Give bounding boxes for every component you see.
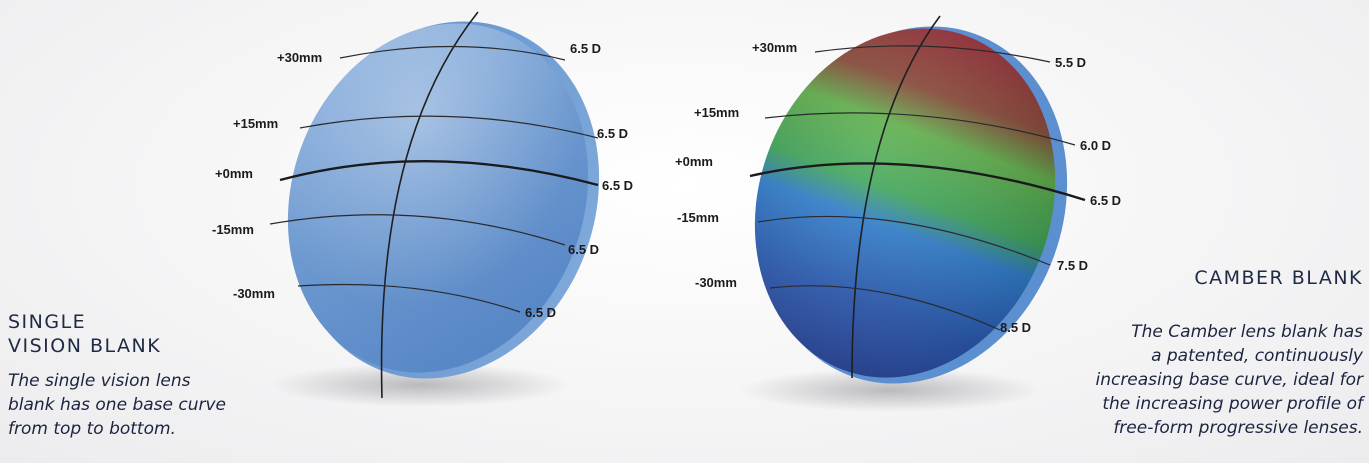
position-label-0: +0mm: [215, 166, 253, 181]
base-curve-label-minus15: 7.5 D: [1057, 258, 1088, 273]
position-label-plus30: +30mm: [752, 40, 797, 55]
camber-lens: +30mm +15mm +0mm -15mm -30mm 5.5 D 6.0 D…: [675, 15, 1121, 412]
base-curve-label-plus30: 5.5 D: [1055, 55, 1086, 70]
position-label-plus15: +15mm: [694, 105, 739, 120]
curve-line-plus15: [764, 112, 1076, 146]
description-line: free-form progressive lenses.: [1113, 418, 1363, 438]
base-curve-label-plus15: 6.5 D: [597, 126, 628, 141]
meridian-line: [851, 15, 941, 379]
lens-shading: [754, 28, 1056, 378]
description-line: increasing base curve, ideal for: [1095, 370, 1363, 390]
curve-line-plus30: [339, 45, 566, 61]
curve-line-minus30: [769, 285, 1001, 331]
curve-line-plus30: [814, 45, 1051, 63]
single-vision-title-line1: SINGLE: [8, 311, 87, 333]
curve-line-minus30: [297, 283, 521, 313]
position-label-0: +0mm: [675, 154, 713, 169]
position-label-minus15: -15mm: [212, 222, 254, 237]
base-curve-label-0: 6.5 D: [602, 178, 633, 193]
meridian-line: [380, 11, 479, 399]
position-label-plus30: +30mm: [277, 50, 322, 65]
camber-blank-description: The Camber lens blank has a patented, co…: [1003, 320, 1363, 440]
description-line: the increasing power profile of: [1102, 394, 1363, 414]
lens-shadow: [740, 368, 1040, 412]
position-label-minus15: -15mm: [677, 210, 719, 225]
description-line: The single vision lens: [8, 371, 191, 391]
base-curve-label-plus30: 6.5 D: [570, 41, 601, 56]
single-vision-lens: +30mm +15mm +0mm -15mm -30mm 6.5 D 6.5 D…: [212, 11, 633, 407]
base-curve-label-minus15: 6.5 D: [568, 242, 599, 257]
curve-line-0: [749, 162, 1086, 202]
single-vision-title: SINGLE VISION BLANK: [8, 310, 238, 358]
description-line: a patented, continuously: [1151, 346, 1363, 366]
lens-shadow: [270, 363, 570, 407]
base-curve-label-0: 6.5 D: [1090, 193, 1121, 208]
base-curve-label-minus30: 8.5 D: [1000, 320, 1031, 335]
description-line: from top to bottom.: [8, 419, 176, 439]
position-label-plus15: +15mm: [233, 116, 278, 131]
base-curve-label-plus15: 6.0 D: [1080, 138, 1111, 153]
position-label-minus30: -30mm: [695, 275, 737, 290]
description-line: The Camber lens blank has: [1131, 322, 1363, 342]
single-vision-description: The single vision lens blank has one bas…: [8, 369, 273, 441]
curve-line-plus15: [299, 115, 599, 139]
position-label-minus30: -30mm: [233, 286, 275, 301]
single-vision-title-line2: VISION BLANK: [8, 335, 162, 357]
description-line: blank has one base curve: [8, 395, 227, 415]
curve-line-minus15: [269, 214, 566, 246]
curve-line-minus15: [757, 215, 1051, 266]
curve-line-0: [279, 159, 599, 187]
base-curve-label-minus30: 6.5 D: [525, 305, 556, 320]
camber-blank-title: CAMBER BLANK: [1194, 267, 1363, 289]
